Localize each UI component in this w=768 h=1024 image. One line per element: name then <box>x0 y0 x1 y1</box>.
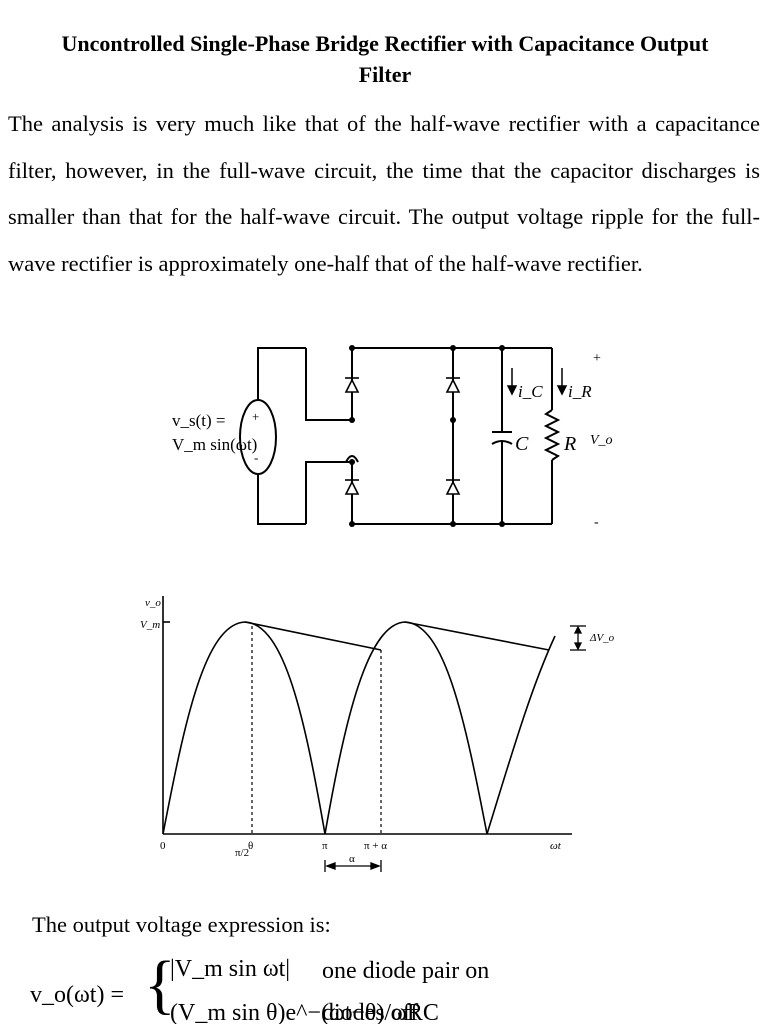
source-label-line2: V_m sin(ωt) <box>172 435 257 454</box>
rectified-sine-arch-3 <box>486 635 556 835</box>
rectified-sine-arch-1 <box>162 621 326 835</box>
source-minus-label: - <box>254 450 258 465</box>
output-voltage-formula: v_o(ωt) = { |V_m sin ωt| one diode pair … <box>30 952 768 1024</box>
formula-case-2: (V_m sin θ)e^−(ωt−θ)/ωRC <box>170 1000 439 1024</box>
ic-label: i_C <box>518 382 543 401</box>
output-minus-label: - <box>594 515 599 530</box>
expression-intro: The output voltage expression is: <box>32 912 331 937</box>
capacitor-label: C <box>515 433 529 455</box>
pi-half-label: π/2 <box>235 847 249 859</box>
formula-lhs: v_o(ωt) = <box>30 982 124 1008</box>
formula-condition-1: one diode pair on <box>322 958 490 984</box>
ripple-label: ΔV_o <box>589 632 615 644</box>
pi-label: π <box>322 840 328 852</box>
source-label-line1: v_s(t) = <box>172 411 226 430</box>
rectified-sine-arch-2 <box>324 621 488 835</box>
vm-tick-label: V_m <box>140 619 160 631</box>
y-axis-label: v_o <box>145 597 161 609</box>
output-voltage-label: V_o <box>590 433 613 448</box>
pi-plus-alpha-label: π + α <box>364 840 387 852</box>
theta-label: θ <box>248 840 253 852</box>
origin-label: 0 <box>160 840 166 852</box>
formula-condition-2: diodes off <box>322 1000 419 1024</box>
body-paragraph: The analysis is very much like that of t… <box>8 111 760 276</box>
output-plus-label: + <box>593 351 601 366</box>
source-plus-label: + <box>252 409 259 424</box>
ir-label: i_R <box>568 382 592 401</box>
page-title: Uncontrolled Single-Phase Bridge Rectifi… <box>61 31 709 87</box>
alpha-label: α <box>349 853 355 865</box>
decay-line-1 <box>244 621 382 651</box>
ac-source-symbol <box>239 399 277 475</box>
formula-case-1: |V_m sin ωt| <box>170 956 291 982</box>
formula-brace: { <box>144 952 176 1021</box>
resistor-label: R <box>563 433 576 455</box>
decay-line-2 <box>404 621 550 651</box>
output-voltage-waveform: v_o V_m 0 θ π/2 π π + α α ωt ΔV_o <box>140 596 615 872</box>
omega-t-label: ωt <box>550 840 562 852</box>
